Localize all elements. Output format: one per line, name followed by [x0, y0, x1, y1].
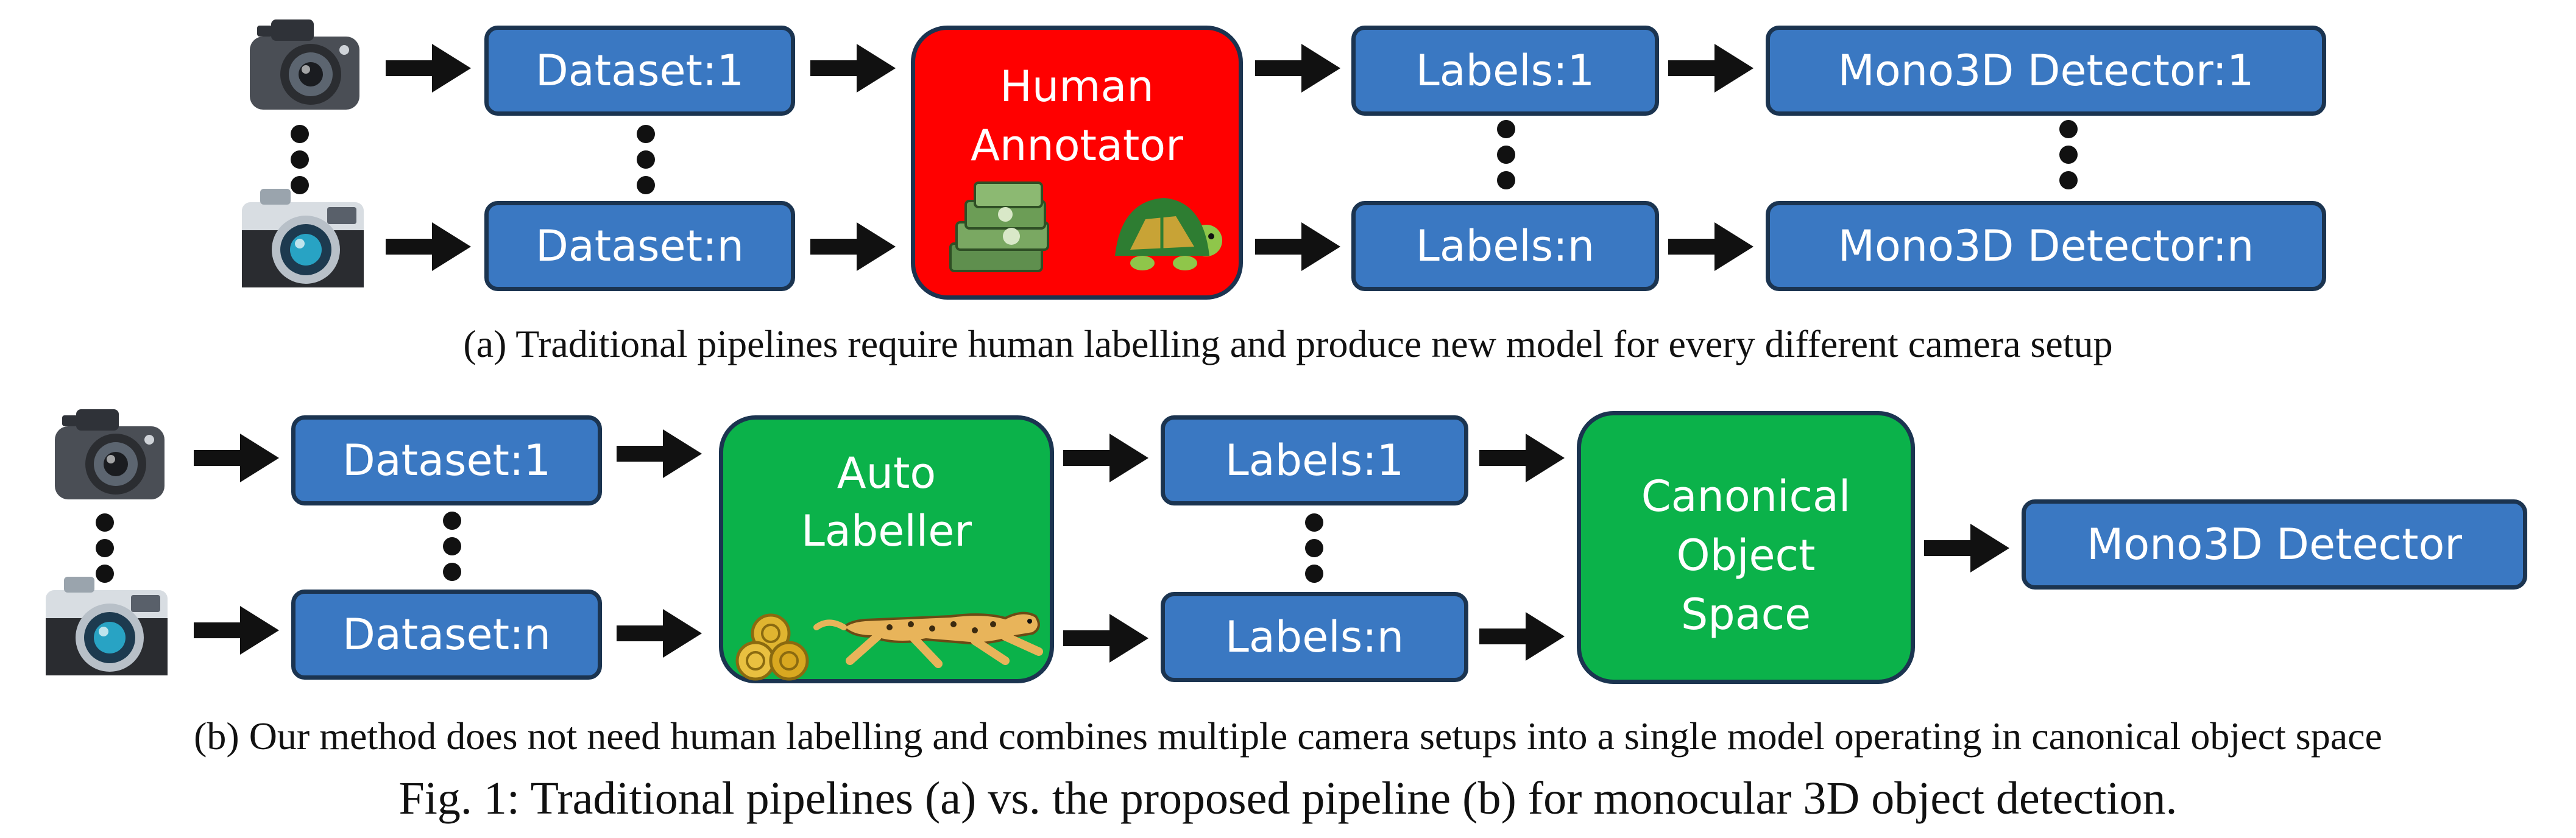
arrow-right-icon: [386, 44, 471, 93]
arrow-right-icon: [386, 222, 471, 271]
labels-1-label: Labels:1: [1415, 46, 1595, 96]
labels-n-box-top: Labels:n: [1351, 201, 1659, 291]
vertical-ellipsis-icon: [637, 125, 655, 194]
vertical-ellipsis-icon: [2059, 120, 2078, 189]
arrow-right-icon: [810, 222, 896, 271]
arrow-right-icon: [1668, 44, 1753, 93]
arrow-right-icon: [1255, 222, 1340, 271]
labels-n-label: Labels:n: [1225, 612, 1404, 662]
arrow-right-icon: [1668, 222, 1753, 271]
mono3d-detector-label: Mono3D Detector: [2086, 519, 2463, 569]
canonical-object-space-box: Canonical Object Space: [1577, 411, 1915, 684]
dataset-n-label: Dataset:n: [342, 610, 551, 660]
vertical-ellipsis-icon: [1497, 120, 1515, 189]
auto-labeller-label-1: Auto: [837, 448, 936, 498]
turtle-icon: [1115, 198, 1222, 270]
vertical-ellipsis-icon: [96, 513, 114, 583]
arrow-right-icon: [617, 429, 702, 478]
dataset-1-label: Dataset:1: [535, 46, 745, 96]
dataset-n-box-top: Dataset:n: [484, 201, 795, 291]
camera-dark-icon: [55, 409, 165, 499]
mono3d-detector-n-box: Mono3D Detector:n: [1766, 201, 2326, 291]
mono3d-detector-1-label: Mono3D Detector:1: [1838, 46, 2254, 96]
vertical-ellipsis-icon: [1305, 513, 1323, 583]
dataset-1-box-bottom: Dataset:1: [291, 415, 602, 505]
canonical-label-3: Space: [1680, 590, 1811, 639]
vertical-ellipsis-icon: [443, 512, 461, 581]
arrow-right-icon: [1479, 434, 1565, 482]
arrow-right-icon: [1479, 612, 1565, 661]
arrow-right-icon: [1924, 524, 2009, 572]
labels-1-box-bottom: Labels:1: [1161, 415, 1468, 505]
dataset-1-box-top: Dataset:1: [484, 26, 795, 116]
cheetah-icon: [813, 611, 1043, 668]
mono3d-detector-n-label: Mono3D Detector:n: [1838, 221, 2254, 271]
human-annotator-label-2: Annotator: [971, 121, 1183, 171]
dataset-n-label: Dataset:n: [535, 221, 745, 271]
human-annotator-label-1: Human: [1000, 62, 1154, 111]
dataset-1-label: Dataset:1: [342, 435, 551, 485]
caption-b: (b) Our method does not need human label…: [194, 714, 2382, 758]
canonical-label-1: Canonical: [1641, 471, 1851, 521]
gold-coins-icon: [735, 613, 809, 681]
vertical-ellipsis-icon: [291, 125, 309, 194]
labels-1-box-top: Labels:1: [1351, 26, 1659, 116]
arrow-right-icon: [1255, 44, 1340, 93]
labels-1-label: Labels:1: [1225, 435, 1404, 485]
arrow-right-icon: [1063, 434, 1148, 482]
dataset-n-box-bottom: Dataset:n: [291, 590, 602, 680]
labels-n-box-bottom: Labels:n: [1161, 592, 1468, 682]
labels-n-label: Labels:n: [1415, 221, 1595, 271]
arrow-right-icon: [1063, 614, 1148, 663]
mono3d-detector-box: Mono3D Detector: [2022, 499, 2527, 590]
figure-caption: Fig. 1: Traditional pipelines (a) vs. th…: [398, 773, 2178, 824]
mono3d-detector-1-box: Mono3D Detector:1: [1766, 26, 2326, 116]
arrow-right-icon: [617, 609, 702, 658]
camera-dark-icon: [250, 19, 359, 110]
camera-retro-icon: [242, 189, 364, 287]
caption-a: (a) Traditional pipelines require human …: [463, 322, 2113, 365]
arrow-right-icon: [194, 606, 279, 655]
money-stack-icon: [949, 181, 1049, 272]
camera-retro-icon: [46, 577, 168, 675]
canonical-label-2: Object: [1676, 530, 1816, 580]
auto-labeller-label-2: Labeller: [801, 506, 972, 556]
arrow-right-icon: [194, 434, 279, 482]
arrow-right-icon: [810, 44, 896, 93]
